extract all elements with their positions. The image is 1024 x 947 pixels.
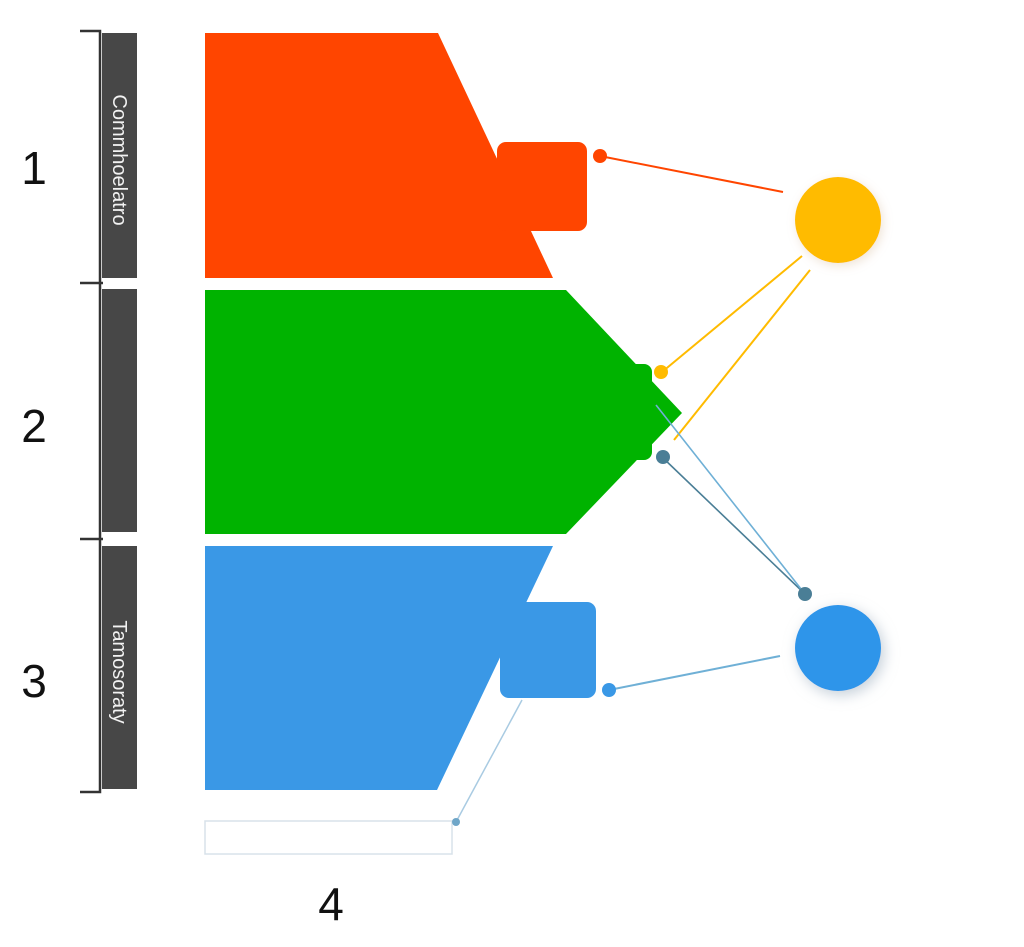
dot-teal-2	[798, 587, 812, 601]
connector-yellow-2	[673, 269, 811, 441]
row-label-2: 2	[21, 400, 47, 452]
left-bar	[102, 33, 137, 789]
connector-teal-2	[655, 404, 806, 595]
segment-1-tab	[497, 142, 587, 231]
segment-2-tab	[588, 364, 652, 460]
side-text-top: Commhoelatro	[108, 94, 130, 225]
bottom-label: 4	[318, 878, 344, 930]
bottom-bar	[204, 820, 453, 855]
left-bar-segment-3	[102, 546, 137, 789]
row-label-3: 3	[21, 655, 47, 707]
dot-teal-1	[656, 450, 670, 464]
connectors	[455, 155, 811, 823]
connector-blue	[608, 655, 781, 691]
dot-red	[593, 149, 607, 163]
dot-blue	[602, 683, 616, 697]
left-bar-segment-2	[102, 289, 137, 532]
segment-3-body	[205, 546, 553, 790]
connector-red	[599, 155, 784, 193]
segment-1-body	[205, 33, 553, 278]
funnel-segment-1	[205, 33, 587, 278]
connector-teal-1	[661, 456, 806, 595]
dot-bottom	[452, 818, 460, 826]
connector-yellow-1	[661, 255, 803, 373]
left-bar-segment-1	[102, 33, 137, 278]
segment-2-body	[205, 290, 682, 534]
filled-circle-icon	[795, 605, 881, 691]
segment-3-tab	[500, 602, 596, 698]
bracket-line	[80, 29, 102, 794]
bracket	[80, 29, 103, 794]
filled-circle-icon	[795, 177, 881, 263]
connector-dots	[452, 149, 812, 826]
funnel-segment-2	[205, 290, 682, 534]
funnel-segment-3	[205, 546, 596, 790]
connector-bottom	[455, 699, 523, 823]
dot-yellow	[654, 365, 668, 379]
side-text-bottom: Tamosoraty	[108, 620, 130, 723]
row-label-1: 1	[21, 142, 47, 194]
